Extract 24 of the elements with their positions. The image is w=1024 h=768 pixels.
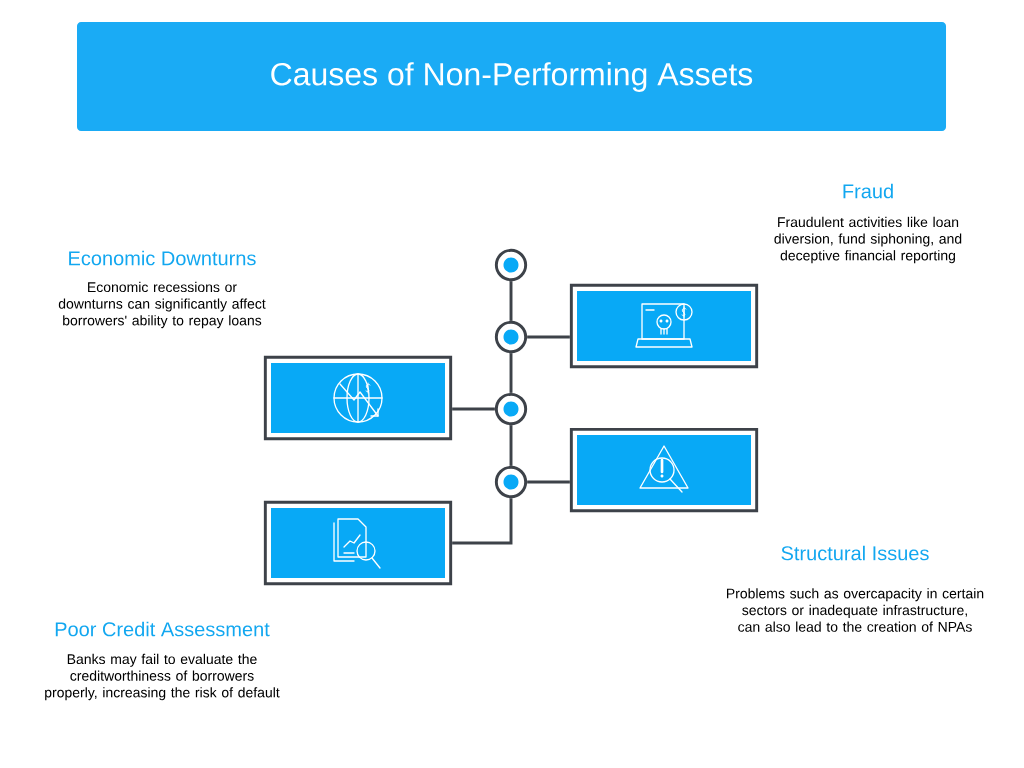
timeline-dot	[494, 248, 528, 282]
picture-box	[569, 283, 759, 369]
connector-line	[527, 335, 570, 339]
cause-heading: Economic Downturns	[69, 250, 256, 266]
cause-description: Fraudulent activities like loan diversion, fund siphoning, and deceptive financial reporting	[774, 216, 962, 264]
timeline-dot	[494, 392, 528, 426]
cause-description: Problems such as overcapacity in certain sectors or inadequate infrastructure, can also lead to the creation of NPAs	[727, 588, 984, 632]
connector-line	[527, 480, 570, 484]
picture-box	[263, 355, 453, 441]
cause-description: Banks may fail to evaluate the creditworthiness of borrowers properly, increasing the risk of default	[45, 653, 280, 701]
cause-heading: Fraud	[843, 183, 893, 199]
picture-box	[263, 500, 453, 586]
connector-line	[509, 353, 513, 393]
title-banner: Causes of Non-Performing Assets	[77, 22, 946, 131]
connector-line	[452, 407, 495, 411]
cause-heading: Poor Credit Assessment	[55, 621, 270, 637]
timeline-dot	[494, 320, 528, 354]
connector-line	[509, 425, 513, 466]
connector-line	[452, 498, 513, 545]
timeline-dot	[494, 465, 528, 499]
cause-description: Economic recessions or downturns can significantly affect borrowers' ability to repay loans	[58, 281, 266, 329]
cause-heading: Structural Issues	[781, 545, 929, 561]
picture-box	[569, 427, 759, 513]
connector-line	[509, 281, 513, 321]
